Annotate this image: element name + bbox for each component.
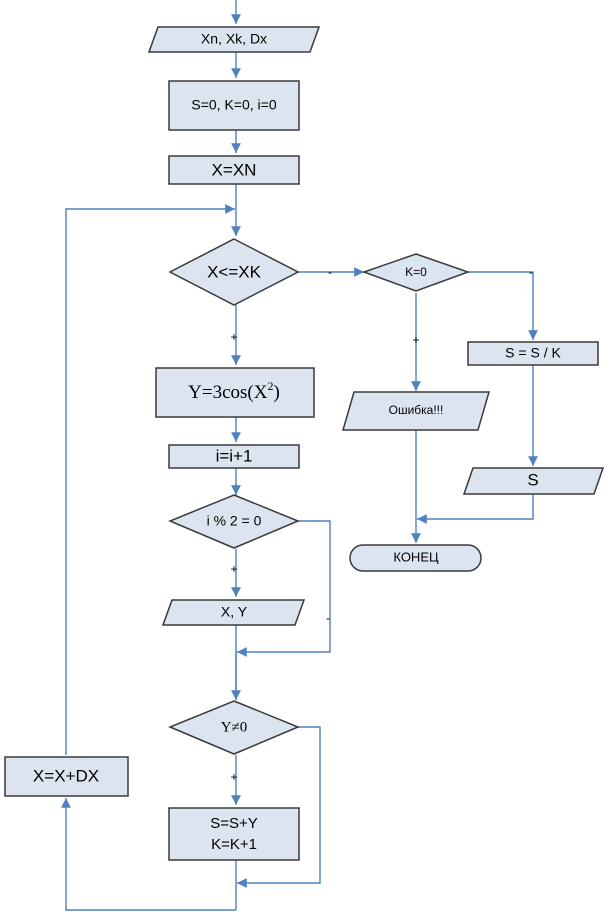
calc-y-block: Y=3cos(X2) xyxy=(155,367,315,418)
set-x-block: X=XN xyxy=(168,155,300,185)
cond-k-zero-block: K=0 xyxy=(361,253,471,292)
input-params-block: Xn, Xk, Dx xyxy=(147,26,321,53)
output-s-block: S xyxy=(462,467,605,495)
cond-i-even-block: i % 2 = 0 xyxy=(168,494,300,549)
inc-i-block: i=i+1 xyxy=(168,444,300,469)
accumulate-line1-text: S=S+Y xyxy=(210,815,258,832)
flow-loop-to-step xyxy=(61,798,236,911)
branch-label-cond-x-yes: + xyxy=(230,330,237,344)
init-block: S=0, K=0, i=0 xyxy=(168,80,300,131)
output-xy-block: X, Y xyxy=(161,599,306,626)
cond-k-zero-text: K=0 xyxy=(405,265,427,279)
flow-step-to-top xyxy=(65,204,235,755)
step-x-block: X=X+DX xyxy=(4,756,129,797)
cond-y-nonzero-block: Y≠0 xyxy=(168,700,300,755)
calc-y-text: Y=3cos(X2) xyxy=(188,379,280,404)
flow-lines xyxy=(61,0,538,911)
branch-label-cond-x-no: - xyxy=(328,265,332,279)
cond-i-even-text: i % 2 = 0 xyxy=(207,513,262,529)
avg-text: S = S / K xyxy=(505,345,561,361)
input-params-text: Xn, Xk, Dx xyxy=(201,31,267,47)
inc-i-text: i=i+1 xyxy=(216,446,253,465)
branch-label-k-yes: + xyxy=(412,333,419,347)
error-output-block: Ошибка!!! xyxy=(342,391,490,431)
branch-label-k-no: - xyxy=(529,265,533,279)
cond-x-le-xk-text: X<=XK xyxy=(207,262,262,281)
end-terminator-block: КОНЕЦ xyxy=(349,544,482,572)
branch-label-even-no: - xyxy=(326,611,330,625)
end-terminator-text: КОНЕЦ xyxy=(393,549,439,564)
branch-labels: + + - + - + - xyxy=(230,265,533,784)
set-x-text: X=XN xyxy=(212,160,257,179)
output-xy-text: X, Y xyxy=(221,604,248,620)
accumulate-line2-text: K=K+1 xyxy=(211,836,257,853)
accumulate-block: S=S+Y K=K+1 xyxy=(168,807,300,861)
output-s-text: S xyxy=(527,470,538,489)
cond-y-nonzero-text: Y≠0 xyxy=(221,719,248,735)
step-x-text: X=X+DX xyxy=(33,766,99,785)
branch-label-even-yes: + xyxy=(230,562,237,576)
flow-output-s-to-end xyxy=(417,494,534,524)
branch-label-y-yes: + xyxy=(230,770,237,784)
flow-k-no-branch xyxy=(468,271,538,340)
flow-even-no-branch xyxy=(237,520,331,657)
error-output-text: Ошибка!!! xyxy=(389,403,444,417)
init-text: S=0, K=0, i=0 xyxy=(191,97,276,113)
avg-block: S = S / K xyxy=(467,341,599,366)
cond-x-le-xk-block: X<=XK xyxy=(168,238,300,306)
flow-cond-y-no-branch xyxy=(237,726,321,888)
